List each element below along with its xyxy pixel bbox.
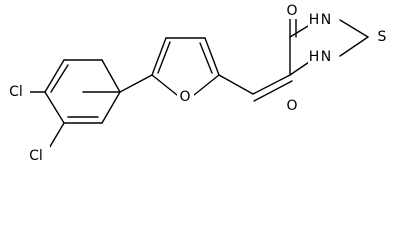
molecule-drawing: Cl Cl O O H N H N S O <box>4 3 389 165</box>
furan-ring <box>151 37 220 96</box>
structure-canvas: Cl Cl O O H N H N S O <box>4 3 389 165</box>
sulfur-label: S <box>378 29 387 45</box>
chlorine-label-lower: Cl <box>29 148 43 164</box>
carbonyl-oxygen-top-label: O <box>286 3 297 19</box>
chloro-substituents <box>27 91 65 151</box>
carbonyl-oxygen-bottom-label: O <box>286 98 297 114</box>
nh-top-label: H N <box>309 12 331 28</box>
dichlorophenyl-ring <box>44 59 121 124</box>
methylidene-linker <box>218 74 293 102</box>
carbonyl-bonds <box>289 17 297 38</box>
nh-bottom-label: H N <box>309 49 331 65</box>
atom-labels: Cl Cl O O H N H N S O <box>4 3 389 165</box>
aryl-furan-bond <box>119 74 153 93</box>
furan-oxygen-label: O <box>179 89 190 105</box>
chlorine-label-upper: Cl <box>9 84 23 100</box>
